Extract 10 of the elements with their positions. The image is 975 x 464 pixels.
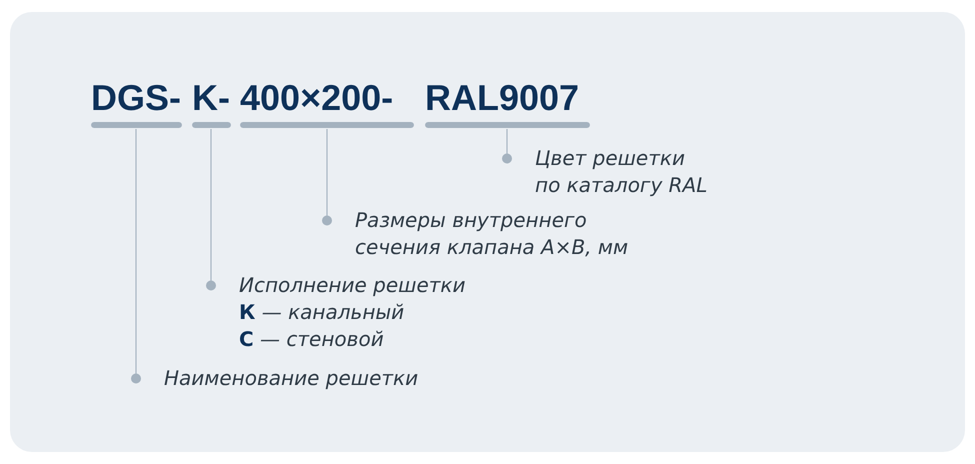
- leader-line: [131, 129, 141, 384]
- description-text: Наименование решетки: [164, 365, 418, 392]
- leader-line: [206, 129, 216, 290]
- option-text: К — канальный: [239, 299, 406, 326]
- leader-line: [502, 129, 512, 164]
- option-text: С — стеновой: [239, 326, 385, 353]
- description-text: Исполнение решетки: [239, 272, 466, 299]
- leader-line: [322, 129, 332, 226]
- description-text: Размеры внутреннего сечения клапана A×B, мм: [355, 207, 628, 261]
- description-text: Цвет решетки по каталогу RAL: [535, 145, 708, 199]
